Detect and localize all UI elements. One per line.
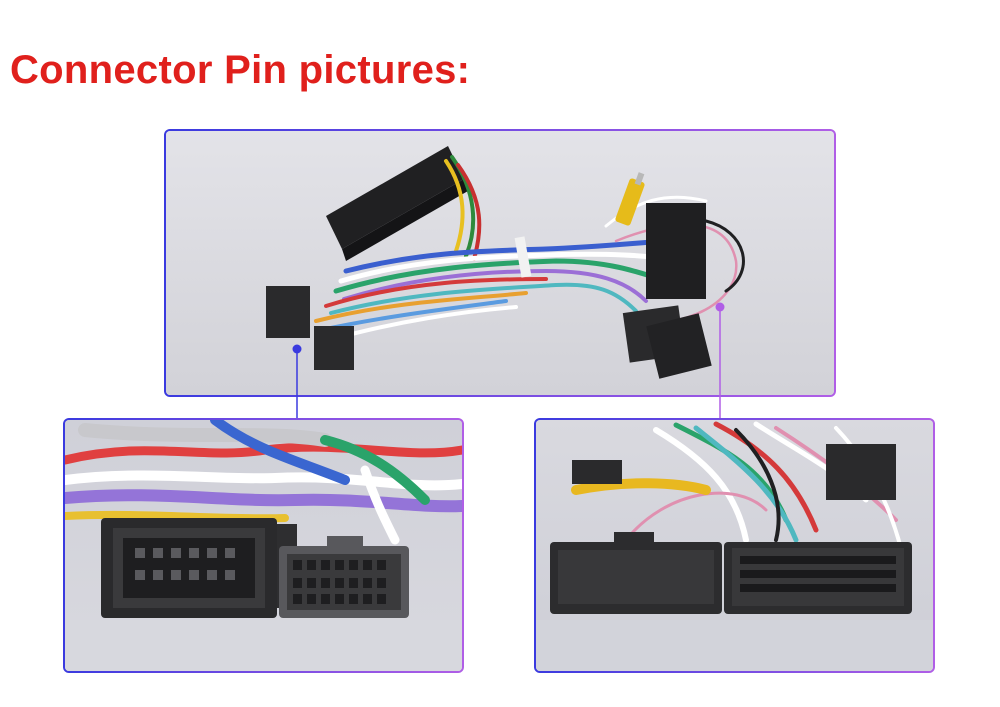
connector-large-right	[724, 542, 912, 614]
harness-connectors	[266, 203, 712, 379]
callout-right	[715, 302, 725, 418]
wire-bundle	[314, 155, 745, 343]
connector-16pin-housing	[101, 518, 297, 618]
callout-left	[292, 344, 302, 418]
wire-bundle	[65, 420, 462, 545]
rca-plug	[615, 172, 645, 226]
harness-overview-photo	[164, 129, 836, 397]
page-title: Connector Pin pictures:	[10, 48, 471, 92]
wire-bundle	[571, 421, 908, 572]
connector-large-left	[550, 532, 722, 614]
connector-closeup-left-photo	[63, 418, 464, 673]
connector-pin-header	[279, 536, 409, 618]
connector-closeup-right-photo	[534, 418, 935, 673]
control-module-box	[326, 146, 468, 261]
